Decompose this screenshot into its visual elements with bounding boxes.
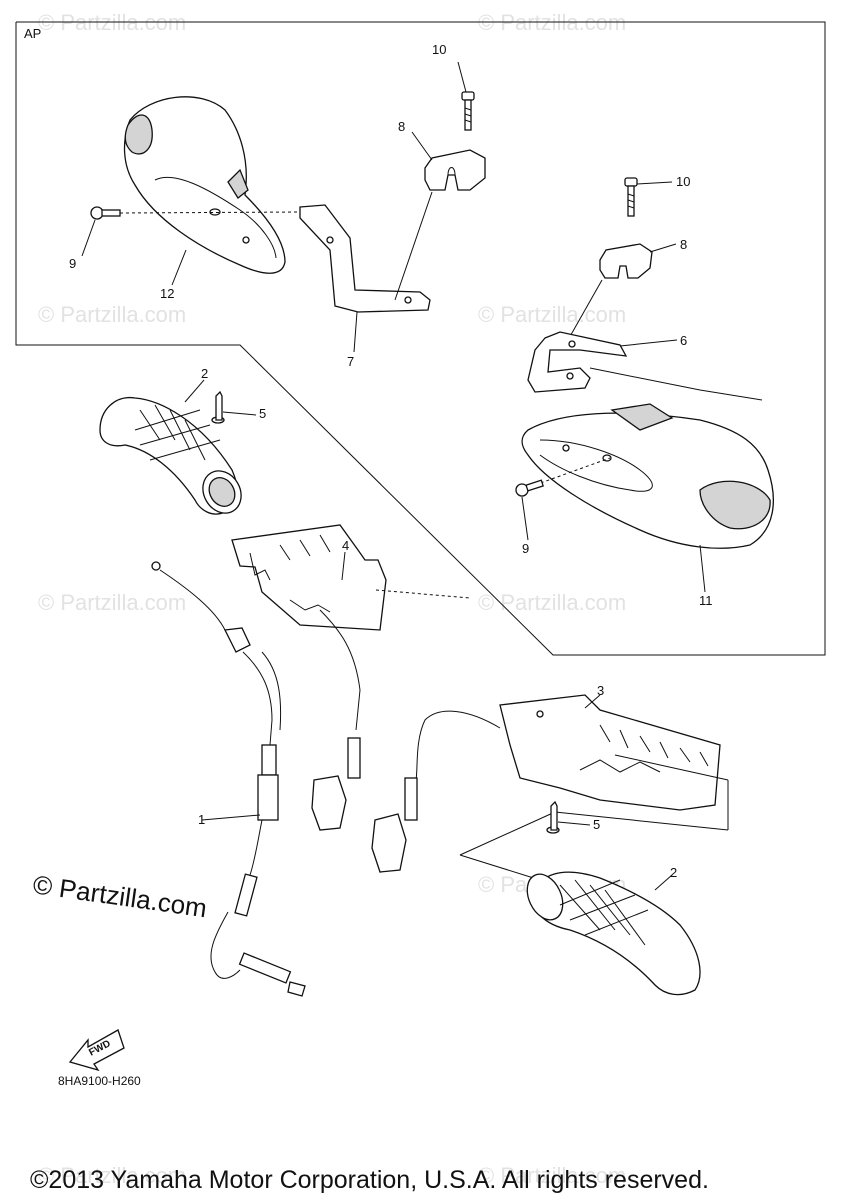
callout-1: 1 [198,812,205,827]
part-12-hand-guard-left [123,96,286,274]
callout-10: 10 [432,42,446,57]
callout-10: 10 [676,174,690,189]
part-9-screw-left [90,206,121,220]
callout-9: 9 [69,256,76,271]
callout-3: 3 [597,683,604,698]
leader-line [589,367,701,391]
callout-2: 2 [670,865,677,880]
heater-connector-housing [347,737,361,779]
watermark: © Partzilla.com [38,590,186,615]
leader-line [614,754,729,781]
copyright-notice: ©2013 Yamaha Motor Corporation, U.S.A. A… [30,1166,709,1194]
inset-label: AP [24,26,41,41]
callout-8: 8 [680,237,687,252]
heater-wire [319,609,361,731]
callout-12: 12 [160,286,174,301]
leader-line [394,191,433,301]
inset-border [15,21,826,656]
part-4-heater-element [231,524,387,631]
part-2-grip-upper [99,397,242,515]
leader-dashed [375,589,471,599]
part-8-clamp-right [599,243,653,279]
watermark: © Partzilla.com [478,590,626,615]
watermark: © Partzilla.com [38,1163,186,1188]
heater-wire [415,710,501,781]
heater-connector [311,775,347,831]
heater-connector [371,813,407,873]
part-1-throttle-cable [151,561,306,997]
callout-5: 5 [593,817,600,832]
part-2-grip-lower [526,871,701,996]
part-5-rivet-upper [211,390,225,424]
watermark-layer: © Partzilla.com © Partzilla.com © Partzi… [38,10,626,1188]
watermark-large: © Partzilla.com [31,869,209,923]
part-10-bolt-left [461,91,475,131]
leader-line [459,854,541,881]
heater-connector-housing [404,777,418,821]
callout-8: 8 [398,119,405,134]
callout-11: 11 [699,593,713,608]
callout-7: 7 [347,354,354,369]
callout-4: 4 [342,538,349,553]
callout-6: 6 [680,333,687,348]
leader-dashed [119,211,301,214]
watermark: © Partzilla.com [478,302,626,327]
part-5-rivet-lower [546,800,560,834]
fwd-arrow-icon: FWD [68,1029,125,1072]
part-3-heater-element [499,694,721,811]
callout-9: 9 [522,541,529,556]
diagram-code: 8HA9100-H260 [58,1074,141,1088]
part-10-bolt-right [624,177,638,217]
leader-line [699,389,763,401]
watermark: © Partzilla.com [38,302,186,327]
callout-2: 2 [201,366,208,381]
leader-line [567,279,603,341]
callout-5: 5 [259,406,266,421]
part-8-clamp-left [424,149,486,191]
callout-leaders [81,61,706,891]
part-7-bracket-left [299,204,431,313]
leader-line [459,811,556,856]
part-11-hand-guard-right [521,403,774,549]
part-9-screw-right [515,479,544,497]
leader-line [554,811,729,831]
watermark: © Partzilla.com [478,1163,626,1188]
leader-dashed [534,457,611,486]
part-6-bracket-right [527,331,628,393]
